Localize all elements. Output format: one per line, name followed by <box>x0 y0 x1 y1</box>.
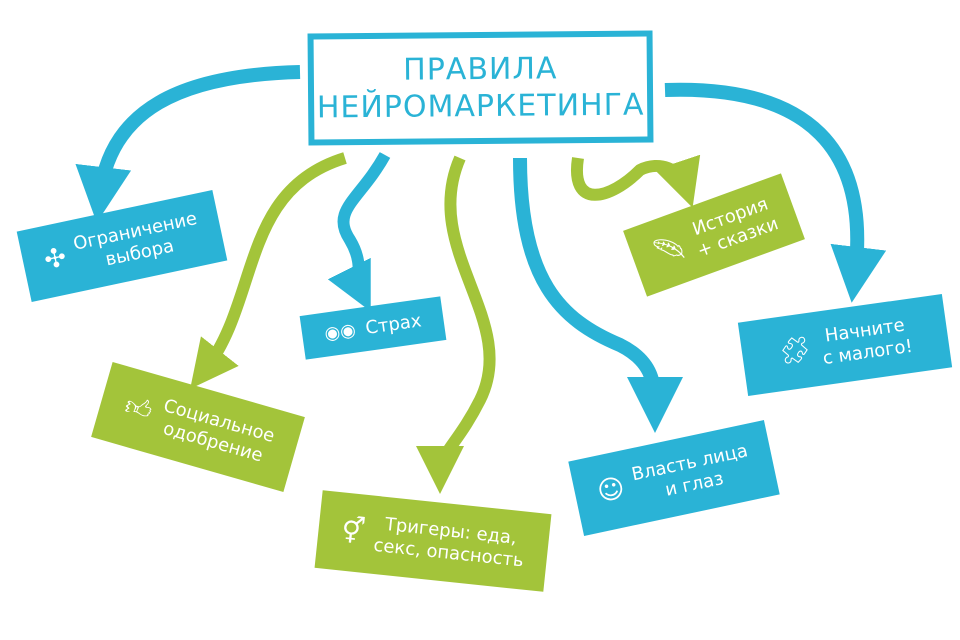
feather-icon: 🪶︎ <box>648 230 690 271</box>
main-title-box: ПРАВИЛА НЕЙРОМАРКЕТИНГА <box>307 30 654 146</box>
node-label: Страх <box>364 310 423 340</box>
arrow-choice <box>75 65 301 223</box>
title-line2: НЕЙРОМАРКЕТИНГА <box>316 87 645 126</box>
title-line1: ПРАВИЛА <box>403 50 558 88</box>
arrow-story <box>570 154 701 208</box>
puzzle-icon: 🧩︎ <box>776 334 814 369</box>
smiley-icon: ☺ <box>594 473 628 509</box>
cross-icon: ✣ <box>41 242 70 277</box>
arrow-social <box>190 152 347 389</box>
arrow-small <box>664 82 887 303</box>
scared-eyes-icon: ◉◉ <box>323 319 358 345</box>
arrow-triggers <box>416 155 496 494</box>
arrow-face <box>513 157 683 433</box>
gender-icon: ⚥ <box>339 515 367 549</box>
thumbs-up-icon: 👍︎ <box>121 391 156 428</box>
arrow-fear <box>327 152 391 312</box>
